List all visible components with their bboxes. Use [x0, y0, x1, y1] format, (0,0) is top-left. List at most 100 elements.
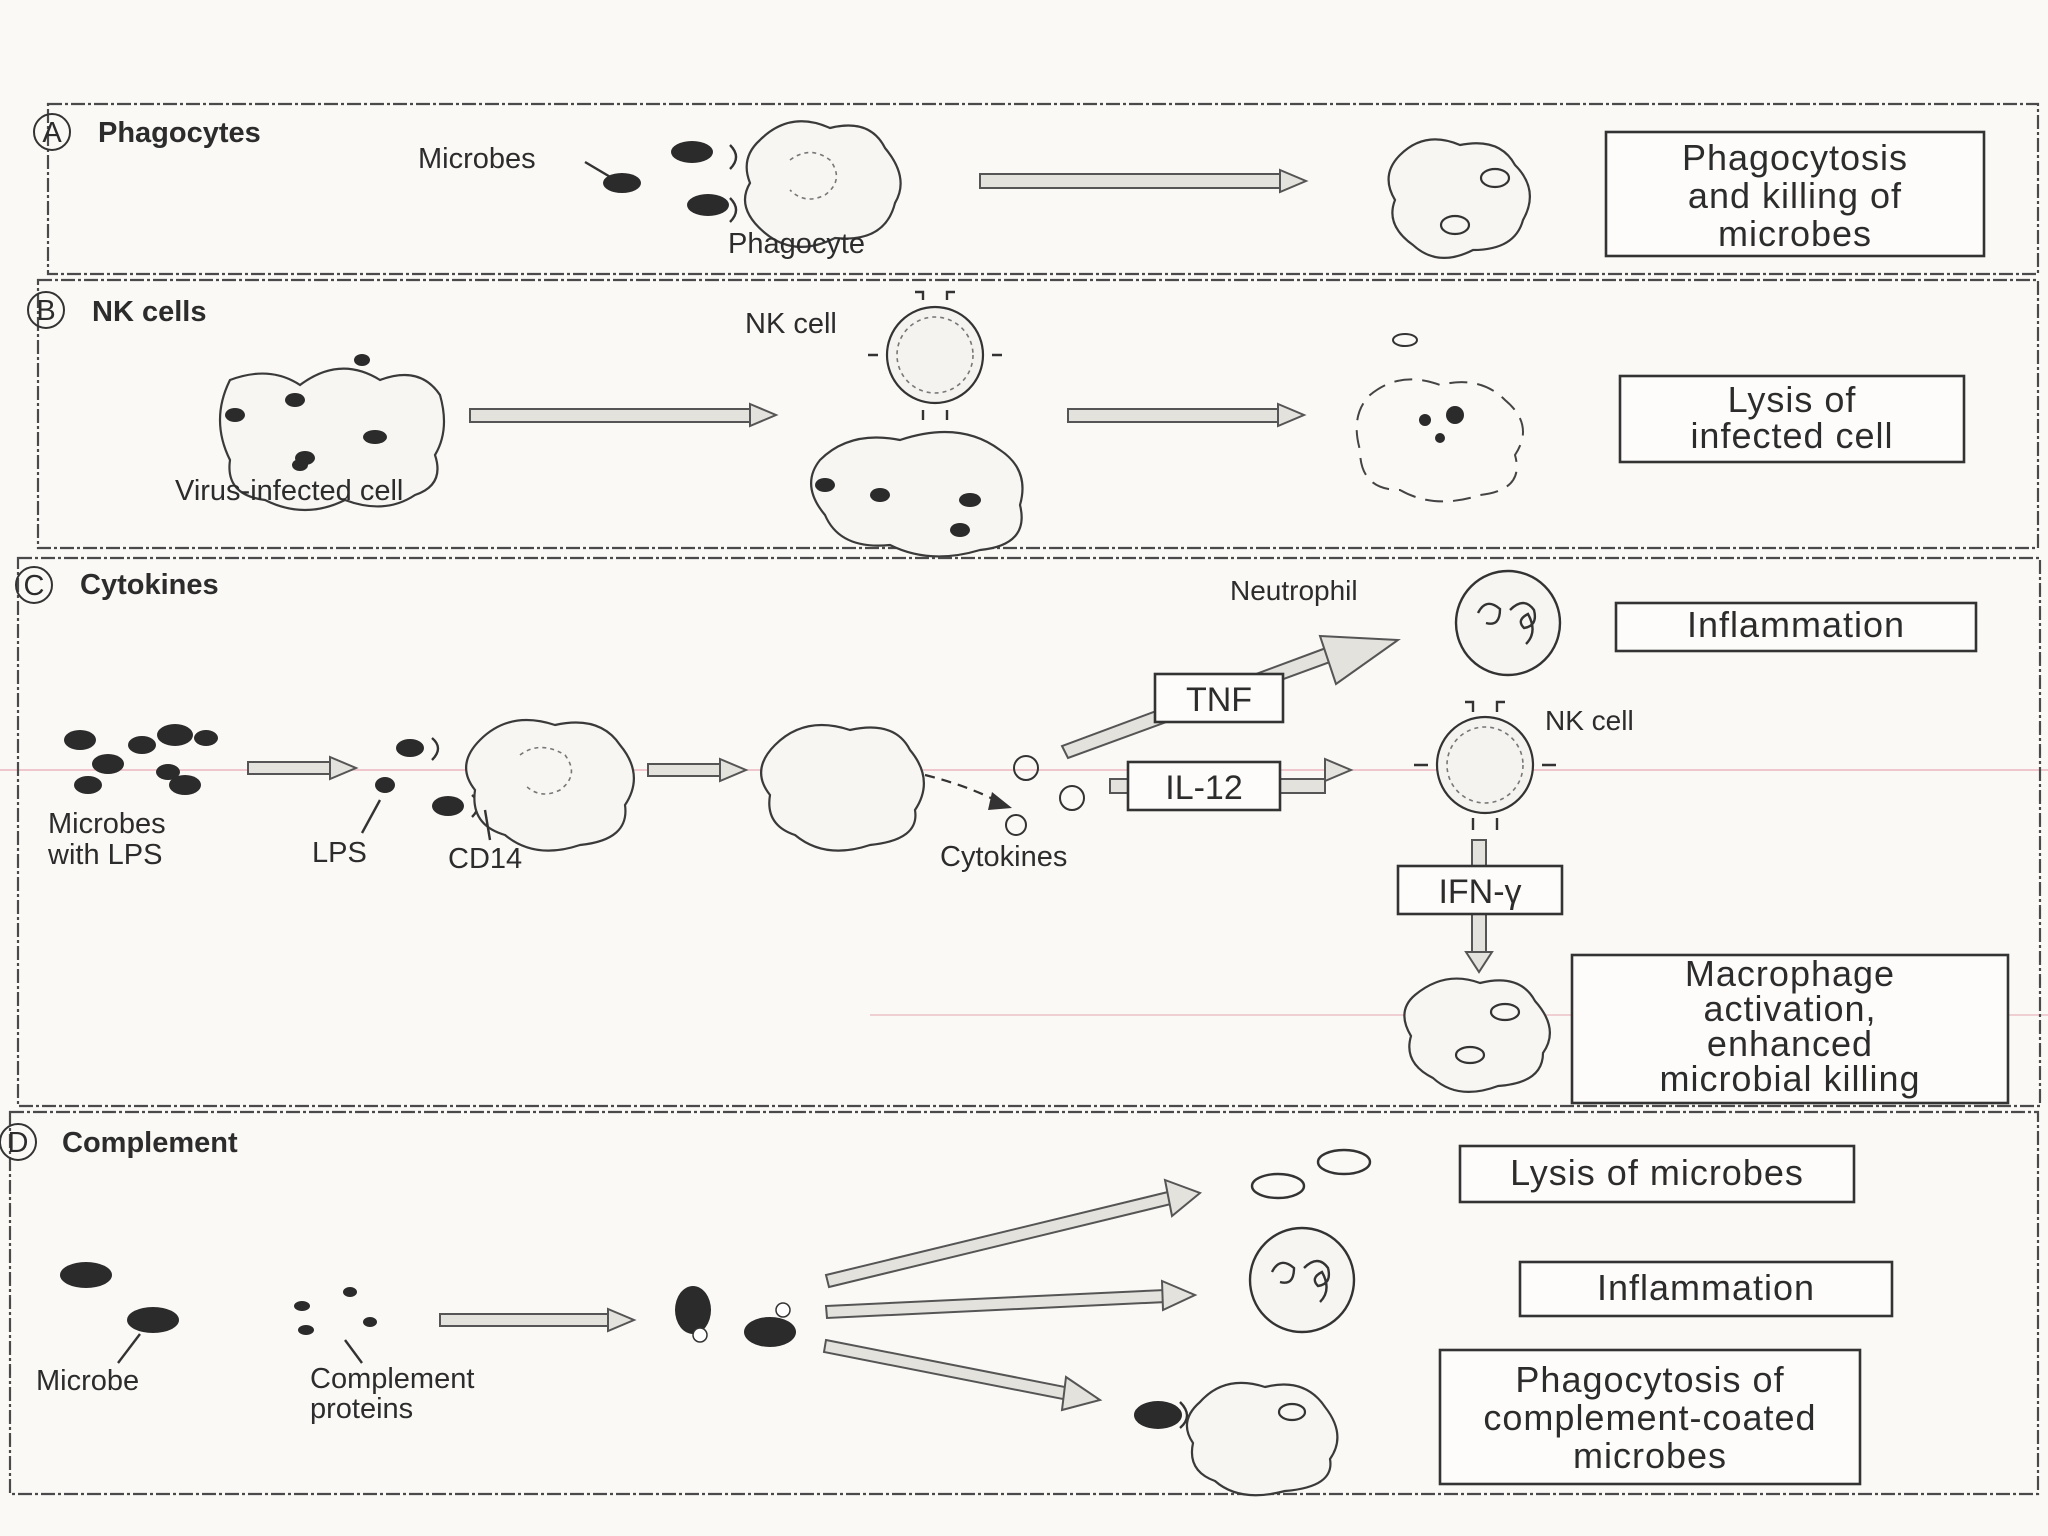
- il12-box: [1126, 760, 1282, 812]
- nk-cell-icon: [885, 305, 985, 405]
- lysed-microbe-icon: [1250, 1172, 1306, 1200]
- microbe-icon: [687, 194, 729, 216]
- complement-protein-icons: [294, 1287, 377, 1335]
- panel-a-title: Phagocytes: [98, 117, 261, 149]
- panel-c-letter: C: [24, 570, 45, 602]
- panel-c-letter-circle: [15, 566, 53, 604]
- lps-label: LPS: [312, 837, 367, 869]
- virus-infected-cell-icon: [218, 367, 446, 512]
- outcome-d-lysis: Lysis of microbes: [1510, 1152, 1804, 1193]
- phagosome-icon: [1479, 167, 1511, 189]
- arrow-b1-head: [749, 403, 777, 427]
- panel-d: D Complement Microbe Complement proteins: [0, 1110, 2040, 1497]
- outcome-box-d-phago: [1438, 1348, 1862, 1486]
- phagocyte-digesting-icon: [1387, 138, 1531, 259]
- microbes-pointer: [584, 160, 613, 180]
- tnf-label: TNF: [1186, 681, 1252, 719]
- cytokine-release-arrow: [924, 773, 996, 801]
- arrow-a: [979, 173, 1281, 189]
- microbe-icon: [60, 1262, 112, 1288]
- arrow-a-head: [1279, 169, 1307, 193]
- outcome-a-line3: microbes: [1718, 213, 1872, 254]
- outcome-d-phago-line1: Phagocytosis of: [1515, 1359, 1784, 1400]
- neutrophil-nucleus: [1476, 601, 1537, 645]
- nk-cell-label: NK cell: [745, 308, 837, 340]
- outcome-box-a: [1604, 130, 1986, 258]
- neutrophil-label: Neutrophil: [1230, 575, 1358, 606]
- outcome-c-macrophage-line3: enhanced: [1707, 1023, 1873, 1064]
- outcome-c-macrophage-line1: Macrophage: [1685, 953, 1895, 994]
- lysed-microbe-icon: [1316, 1148, 1372, 1176]
- outcome-c-inflammation: Inflammation: [1687, 604, 1905, 645]
- panel-a-frame: [46, 102, 2040, 276]
- lysed-cell-icon: [1355, 333, 1524, 503]
- neutrophil-icon: [1454, 569, 1562, 677]
- ifn-box: [1396, 864, 1564, 916]
- il12-label: IL-12: [1165, 769, 1243, 807]
- panel-a-letter: A: [42, 117, 62, 149]
- outcome-c-macrophage-line2: activation,: [1703, 988, 1876, 1029]
- outcome-b-line1: Lysis of: [1728, 379, 1857, 420]
- outcome-d-phago-line3: microbes: [1573, 1435, 1727, 1476]
- arrow-b2: [1067, 408, 1279, 423]
- panel-c-title: Cytokines: [80, 569, 219, 601]
- activated-macrophage-icon: [760, 723, 925, 852]
- cytokine-icons: [1005, 755, 1085, 836]
- arrow-d1-head: [607, 1308, 635, 1332]
- panel-b-frame: [36, 278, 2040, 550]
- nk-cell-c-icon: [1435, 715, 1535, 815]
- lps-fragment-icon: [375, 777, 395, 793]
- arrow-c2: [647, 763, 721, 777]
- outcome-box-c-macrophage: [1570, 953, 2010, 1105]
- microbe-icon: [603, 173, 641, 193]
- panel-d-letter-circle: [0, 1123, 37, 1161]
- phagocyte-engulfing-icon: [1134, 1381, 1339, 1497]
- microbe-icon: [671, 141, 713, 163]
- arrow-c1: [247, 761, 331, 775]
- panel-a-letter-circle: [33, 113, 71, 151]
- outcome-a-line2: and killing of: [1688, 175, 1902, 216]
- panel-c: C Cytokines Microbes with LPS LPS CD14: [15, 556, 2042, 1108]
- lps-microbe-icon: [396, 739, 424, 757]
- panel-d-frame: [8, 1110, 2040, 1496]
- arrow-d1: [439, 1313, 609, 1327]
- panel-c-frame: [16, 556, 2042, 1108]
- panel-a: A Phagocytes Microbes Phagocyte Phagocyt…: [33, 102, 2040, 276]
- arrow-c1-head: [329, 756, 357, 780]
- cd14-label: CD14: [448, 843, 522, 875]
- il12-arrow-head: [1324, 758, 1352, 782]
- complement-label-1: Complement: [310, 1363, 474, 1395]
- microbes-lps-label-1: Microbes: [48, 808, 166, 840]
- microbes-with-lps-icon: [64, 724, 218, 795]
- tnf-box: [1153, 672, 1285, 724]
- microbes-lps-label-2: with LPS: [47, 839, 162, 871]
- lps-pointer: [360, 799, 382, 834]
- arrow-d-phagocytosis: [822, 1338, 1072, 1402]
- arrow-d-lysis: [824, 1190, 1173, 1289]
- complement-pointer: [344, 1339, 363, 1364]
- outcome-a-line1: Phagocytosis: [1682, 137, 1908, 178]
- panel-b-letter-circle: [27, 291, 65, 329]
- microbe-label: Microbe: [36, 1365, 139, 1397]
- microbes-label: Microbes: [418, 143, 536, 175]
- macrophage-icon: [465, 718, 635, 852]
- panel-b: B NK cells Virus-infected cell NK cell L…: [27, 278, 2040, 558]
- outcome-d-phago-line2: complement-coated: [1483, 1397, 1816, 1438]
- panel-d-title: Complement: [62, 1127, 238, 1159]
- microbe-icon: [127, 1307, 179, 1333]
- phagocyte-label: Phagocyte: [728, 228, 865, 260]
- outcome-d-inflammation: Inflammation: [1597, 1267, 1815, 1308]
- outcome-box-c-inflammation: [1614, 601, 1978, 653]
- lps-microbe-icon: [432, 796, 464, 816]
- phagocyte-icon: [743, 120, 902, 248]
- outcome-box-b: [1618, 374, 1966, 464]
- phagosome-icon: [1439, 214, 1471, 236]
- tnf-arrow-head: [1318, 634, 1401, 686]
- panel-d-letter: D: [8, 1127, 29, 1159]
- complement-label-2: proteins: [310, 1393, 413, 1425]
- arrow-c2-head: [719, 758, 747, 782]
- microbe-pointer: [117, 1333, 141, 1364]
- cytokines-label: Cytokines: [940, 841, 1067, 873]
- arrow-b1: [469, 408, 751, 423]
